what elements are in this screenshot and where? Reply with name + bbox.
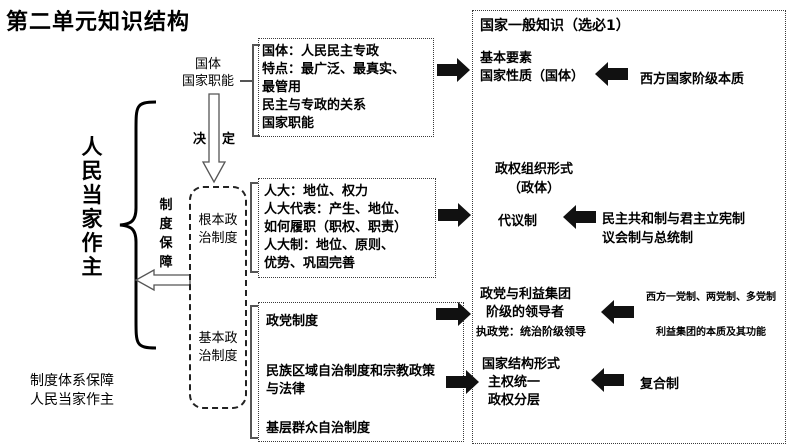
- r2-line-2: （政体）: [507, 181, 560, 196]
- zhengdang-liyi-block: 政党与利益集团 阶级的领导者: [480, 286, 571, 322]
- bracket-1-top: [252, 44, 260, 46]
- zhengzhi-zhidu-dashed-box: [189, 186, 247, 409]
- arrow-right-1: [437, 58, 470, 82]
- box3-b-line-1: 民族区域自治制度和宗教政策: [266, 364, 436, 379]
- guojia-xingzhi-block: 基本要素 国家性质（国体）: [480, 50, 584, 86]
- genben-line-2: 治制度: [198, 231, 238, 246]
- jiben-line-2: 治制度: [198, 349, 238, 364]
- main-vertical-text: 人民当家作主: [81, 135, 103, 279]
- minzu-zhidu-text: 民族区域自治制度和宗教政策 与法律: [266, 363, 435, 399]
- bracket-1-connector: [240, 80, 252, 82]
- bracket-2-top: [250, 182, 258, 184]
- guojia-jiegou-block: 国家结构形式 主权统一 政权分层: [482, 356, 560, 410]
- renda-detail-box: [258, 178, 436, 278]
- r2-side-line-2: 议会制与总统制: [602, 231, 694, 246]
- jiben-zhengzhi-label: 基本政 治制度: [192, 330, 244, 366]
- jueding-label-2: 定: [222, 132, 236, 147]
- guoti-detail-box: [258, 38, 434, 137]
- r2-side-line-1: 民主共和制与君主立宪制: [602, 212, 746, 227]
- bracket-2-vertical: [250, 182, 252, 272]
- zhizhengdang-text: 执政党：统治阶级领导: [476, 325, 586, 338]
- genben-zhengzhi-label: 根本政 治制度: [192, 212, 244, 248]
- box3-b-line-2: 与法律: [266, 382, 306, 397]
- bottom-caption-line-2: 人民当家作主: [30, 392, 114, 408]
- bracket-2-bottom: [250, 271, 258, 273]
- xifang-dangzhi-block: 西方一党制、两党制、多党制 利益集团的本质及其功能: [642, 280, 780, 350]
- box1-line-1: 国体：人民民主专政: [262, 44, 380, 59]
- box2-line-3: 如何履职（职权、职责）: [264, 220, 408, 235]
- zhengdang-zhidu-text: 政党制度: [266, 314, 319, 329]
- r1-line-1: 基本要素: [480, 51, 533, 66]
- zhengquan-zuzhi-block: 政权组织形式 （政体）: [482, 160, 586, 198]
- bracket-3-top: [250, 305, 258, 307]
- r3-line-1: 政党与利益集团: [480, 287, 572, 302]
- bracket-3-vertical: [250, 305, 252, 438]
- guoti-detail-text: 国体：人民民主专政 特点：最广泛、最真实、 最管用 民主与专政的关系 国家职能: [262, 43, 405, 133]
- r3-side-line-1: 西方一党制、两党制、多党制: [646, 292, 776, 303]
- guoti-label: 国体 国家职能: [176, 56, 240, 90]
- daiyi-zhi: 代议制: [498, 214, 538, 229]
- hollow-left-arrow: [134, 268, 191, 292]
- bottom-caption: 制度体系保障 人民当家作主: [30, 372, 114, 410]
- box1-line-2: 特点：最广泛、最真实、: [262, 62, 406, 77]
- page-title: 第二单元知识结构: [6, 10, 191, 35]
- r3-side-line-2: 利益集团的本质及其功能: [656, 327, 766, 338]
- xifang-jieji-benzhi: 西方国家阶级本质: [640, 72, 745, 87]
- gonghe-zhi-block: 民主共和制与君主立宪制 议会制与总统制: [602, 210, 745, 248]
- jiben-line-1: 基本政: [198, 331, 238, 346]
- box2-line-2: 人大代表：产生、地位、: [264, 202, 408, 217]
- right-knowledge-panel: [472, 10, 786, 444]
- jiben-zhidu-box: [258, 302, 464, 442]
- bracket-3-bottom: [250, 437, 258, 439]
- guoti-line-1: 国体: [194, 57, 221, 72]
- bracket-1-bottom: [252, 135, 260, 137]
- arrow-right-4: [446, 370, 479, 394]
- fuhe-zhi: 复合制: [640, 377, 680, 392]
- box2-line-1: 人大：地位、权力: [264, 184, 369, 199]
- jueding-label-1: 决: [193, 132, 207, 147]
- r4-line-3: 政权分层: [488, 393, 541, 408]
- bracket-1-vertical: [252, 44, 254, 136]
- zhidu-baozhang-label: 制度保障: [159, 198, 173, 270]
- arrow-right-2: [438, 203, 471, 227]
- guoti-line-2: 国家职能: [181, 74, 234, 89]
- box1-line-5: 国家职能: [262, 116, 315, 131]
- right-panel-header: 国家一般知识（选必1）: [480, 18, 630, 34]
- bottom-caption-line-1: 制度体系保障: [30, 373, 114, 389]
- genben-line-1: 根本政: [198, 213, 238, 228]
- arrow-right-3: [436, 302, 471, 326]
- jiceng-zhidu-text: 基层群众自治制度: [266, 421, 371, 436]
- box1-line-4: 民主与专政的关系: [262, 98, 367, 113]
- arrow-left-4: [591, 368, 624, 392]
- box2-line-4: 人大制：地位、原则、: [264, 238, 395, 253]
- r4-line-1: 国家结构形式: [482, 357, 561, 372]
- box2-line-5: 优势、巩固完善: [264, 256, 356, 271]
- arrow-left-1: [595, 62, 628, 86]
- r3-line-2: 阶级的领导者: [486, 305, 565, 320]
- arrow-left-2: [563, 205, 596, 229]
- left-brace: [119, 100, 157, 350]
- r4-line-2: 主权统一: [488, 375, 541, 390]
- arrow-left-3: [601, 300, 634, 324]
- r2-line-1: 政权组织形式: [494, 162, 573, 177]
- r1-line-2: 国家性质（国体）: [480, 69, 585, 84]
- box1-line-3: 最管用: [262, 80, 302, 95]
- hollow-down-arrow: [201, 93, 227, 184]
- renda-detail-text: 人大：地位、权力 人大代表：产生、地位、 如何履职（职权、职责） 人大制：地位、…: [264, 183, 407, 273]
